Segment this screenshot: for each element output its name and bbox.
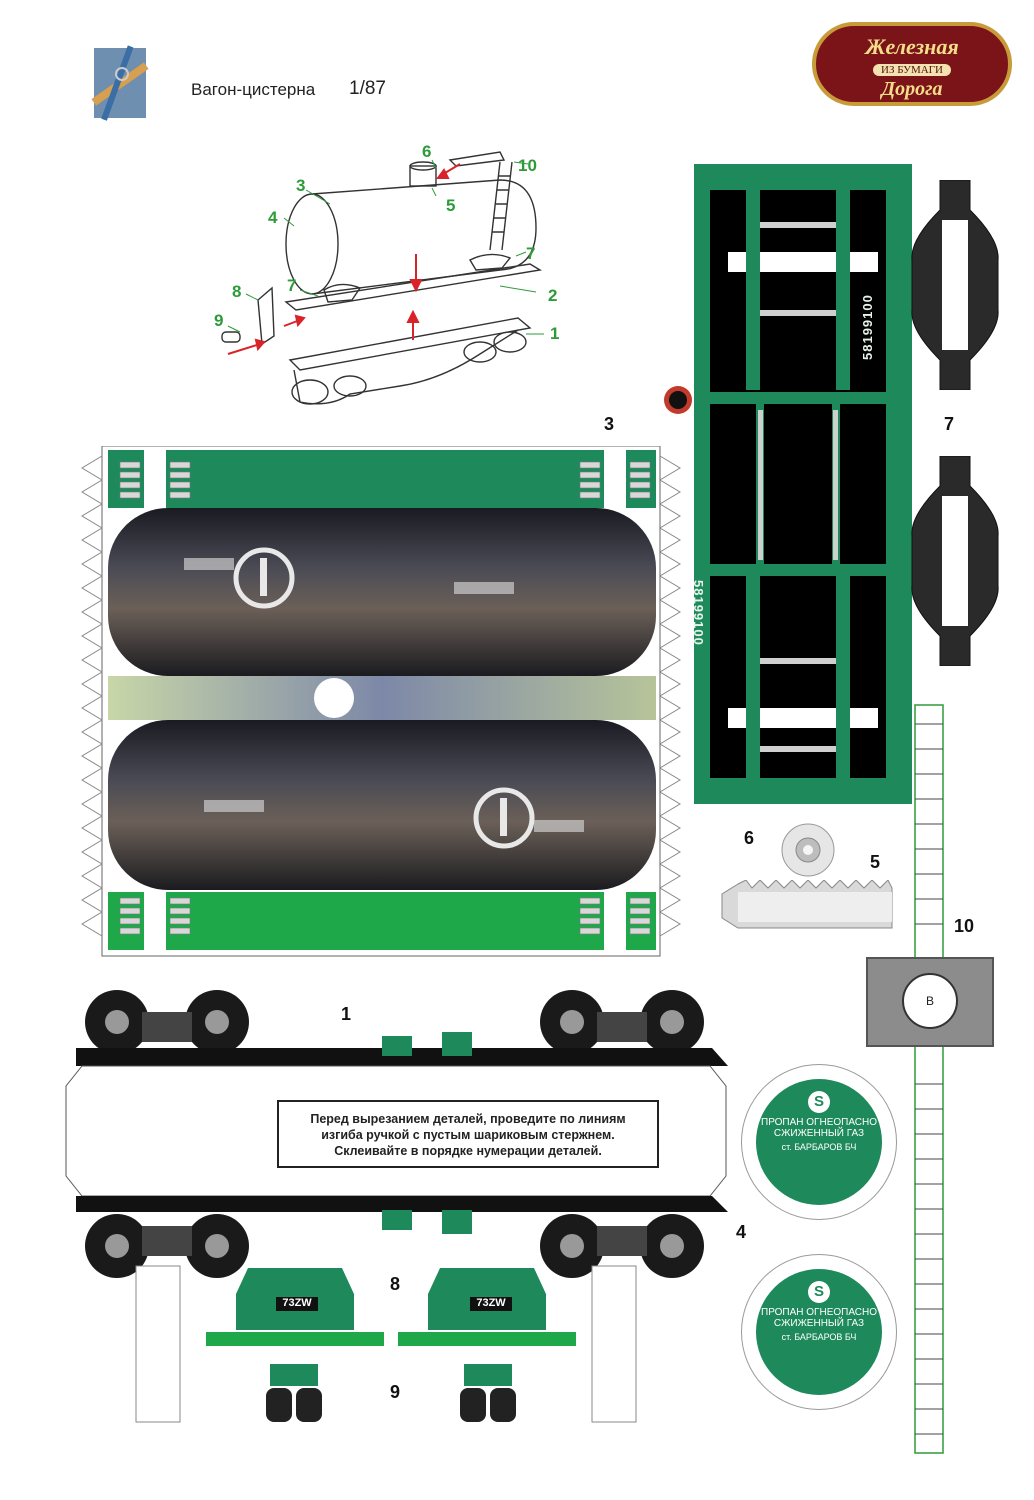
part-label-7: 7: [944, 414, 955, 434]
part-label-1: 1: [341, 1004, 352, 1024]
plate-text-3: ст. БАРБАРОВ БЧ: [781, 1142, 857, 1152]
part-label-10: 10: [954, 916, 975, 936]
safety-s-icon: S: [808, 1091, 830, 1113]
brand-logo: Железная ИЗ БУМАГИ Дорога: [812, 22, 1012, 106]
page-title: Вагон-цистерна: [191, 80, 316, 99]
diagram-label-9: 9: [214, 311, 224, 330]
ladder-part: [914, 704, 944, 1454]
assembly-diagram: [221, 151, 544, 405]
plate-text-2: СЖИЖЕННЫЙ ГАЗ: [773, 1128, 865, 1139]
diagram-label-6: 6: [422, 142, 432, 161]
end-cap-plate-bottom: S ПРОПАН ОГНЕОПАСНО СЖИЖЕННЫЙ ГАЗ ст. БА…: [741, 1254, 897, 1410]
diagram-label-8: 8: [232, 282, 242, 301]
tank-body-part: [81, 446, 681, 957]
plate-text-2: СЖИЖЕННЫЙ ГАЗ: [773, 1318, 865, 1329]
frame-car-number-left: 58199100: [691, 580, 706, 646]
hatch-label: B: [902, 973, 958, 1029]
plate-text-1: ПРОПАН ОГНЕОПАСНО: [761, 1307, 877, 1318]
tools-logo-icon: [84, 40, 156, 128]
part-label-6: 6: [744, 828, 755, 848]
chassis-frame-part: [664, 164, 912, 804]
buffer-part-right: [460, 1364, 516, 1422]
underframe-part: [65, 990, 728, 1423]
safety-s-icon: S: [808, 1281, 830, 1303]
logo-line3: Дорога: [881, 78, 943, 100]
instructions-line2: изгиба ручкой с пустым шариковым стержне…: [321, 1128, 615, 1142]
part-label-8: 8: [390, 1274, 401, 1294]
instructions-box: Перед вырезанием деталей, проведите по л…: [277, 1100, 659, 1168]
diagram-label-4: 4: [268, 208, 278, 227]
plate-text-1: ПРОПАН ОГНЕОПАСНО: [761, 1117, 877, 1128]
logo-line2: ИЗ БУМАГИ: [873, 64, 951, 76]
plate-text-3: ст. БАРБАРОВ БЧ: [781, 1332, 857, 1342]
end-plate-code-right: 73ZW: [470, 1297, 512, 1311]
diagram-label-1: 1: [550, 324, 560, 343]
bolster-part-top: [911, 180, 999, 390]
buffer-part-left: [266, 1364, 322, 1422]
diagram-label-7a: 7: [526, 244, 536, 263]
instructions-line1: Перед вырезанием деталей, проведите по л…: [310, 1112, 626, 1126]
part-label-4: 4: [736, 1222, 747, 1242]
scale-label: 1/87: [349, 78, 386, 99]
logo-line1: Железная: [865, 34, 959, 59]
end-plate-code-left: 73ZW: [276, 1297, 318, 1311]
instructions-line3: Склеивайте в порядке нумерации деталей.: [334, 1144, 602, 1158]
dome-cap-part: [781, 823, 835, 877]
diagram-label-7b: 7: [287, 276, 297, 295]
diagram-label-3: 3: [296, 176, 306, 195]
bolster-part-bottom: [911, 456, 999, 666]
part-label-3: 3: [604, 414, 615, 434]
diagram-label-10: 10: [518, 156, 537, 175]
platform-hatch-part: B: [866, 957, 994, 1047]
diagram-label-5: 5: [446, 196, 456, 215]
part-label-5: 5: [870, 852, 881, 872]
dome-wrap-part: [721, 880, 893, 929]
diagram-label-2: 2: [548, 286, 558, 305]
frame-car-number-right: 58199100: [860, 294, 875, 360]
part-label-9: 9: [390, 1382, 401, 1402]
end-cap-plate-top: S ПРОПАН ОГНЕОПАСНО СЖИЖЕННЫЙ ГАЗ ст. БА…: [741, 1064, 897, 1220]
